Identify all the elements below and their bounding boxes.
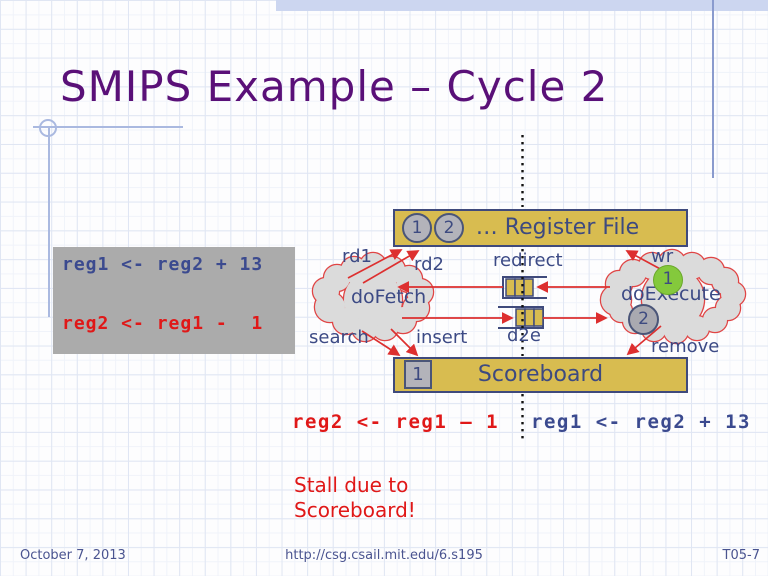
register-file-token-1: 1 xyxy=(402,213,432,243)
stall-note-line-1: Stall due to xyxy=(294,473,409,497)
right-accent-line xyxy=(712,0,714,178)
redirect-label: redirect xyxy=(493,250,563,271)
scoreboard-token-1: 1 xyxy=(404,360,432,389)
program-code-box: reg1 <- reg2 + 13 reg2 <- reg1 - 1 xyxy=(53,247,295,354)
remove-label: remove xyxy=(651,336,720,357)
dofetch-label: doFetch xyxy=(351,286,427,308)
page-title: SMIPS Example – Cycle 2 xyxy=(60,62,609,111)
rd2-label: rd2 xyxy=(414,254,444,275)
executing-instruction: reg2 <- reg1 – 1 xyxy=(292,411,500,433)
stall-note-line-2: Scoreboard! xyxy=(294,498,416,522)
wr-label: wr xyxy=(651,246,674,267)
corner-ornament-vline xyxy=(48,127,50,317)
footer-url: http://csg.csail.mit.edu/6.s195 xyxy=(285,548,483,563)
redirect-fifo xyxy=(502,276,547,299)
corner-ornament-circle xyxy=(39,119,57,137)
code-line-1: reg1 <- reg2 + 13 xyxy=(62,254,264,275)
footer-page-number: T05-7 xyxy=(722,548,760,563)
register-file-label: … Register File xyxy=(475,215,640,240)
insert-label: insert xyxy=(416,327,468,348)
corner-ornament-hline xyxy=(33,126,183,128)
stall-note: Stall due to Scoreboard! xyxy=(294,473,416,523)
register-file-token-2: 2 xyxy=(434,213,464,243)
d2e-label: d2e xyxy=(507,325,541,346)
rd1-label: rd1 xyxy=(342,246,372,267)
fetched-instruction: reg1 <- reg2 + 13 xyxy=(531,411,751,433)
scoreboard-label: Scoreboard xyxy=(477,362,604,387)
insert-arrow xyxy=(390,328,419,357)
scoreboard-box: Scoreboard xyxy=(393,357,688,393)
search-label: search xyxy=(309,327,369,348)
top-accent-band xyxy=(276,0,768,11)
footer-date: October 7, 2013 xyxy=(20,548,126,563)
doexecute-gray-token: 2 xyxy=(628,304,659,335)
doexecute-green-token: 1 xyxy=(653,265,683,295)
code-line-2: reg2 <- reg1 - 1 xyxy=(62,313,264,334)
